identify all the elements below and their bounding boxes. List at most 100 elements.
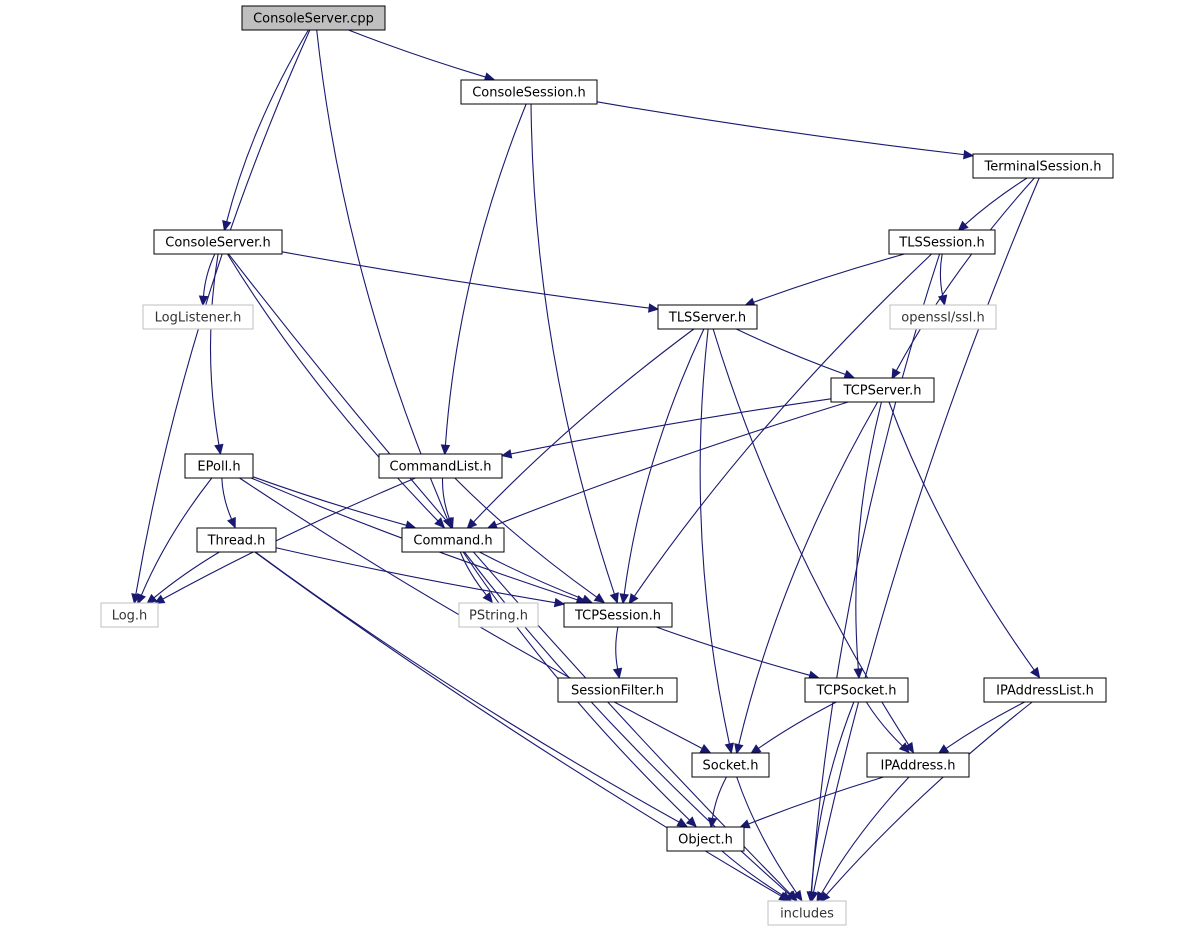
edge-arrowhead xyxy=(937,294,948,307)
edge-tcpsession_h-to-tcpsocket_h xyxy=(655,626,820,680)
edge-tcpsocket_h-to-ipaddress_h xyxy=(865,701,910,754)
edge-consolesession_h-to-tcpsession_h xyxy=(530,103,619,604)
node-consolesession-h[interactable]: ConsoleSession.h xyxy=(460,79,598,105)
node-tcpsocket-h[interactable]: TCPSocket.h xyxy=(804,677,909,703)
node-label: Object.h xyxy=(678,833,733,848)
node-terminalsession-h[interactable]: TerminalSession.h xyxy=(972,153,1114,179)
edge-arrowhead xyxy=(146,593,158,605)
edge-line xyxy=(721,850,784,897)
edge-tlsserver_h-to-tcpserver_h xyxy=(736,328,856,379)
edge-terminalsession_h-to-tcpserver_h xyxy=(891,177,1035,380)
node-box xyxy=(100,602,159,628)
edge-terminalsession_h-to-tlssession_h xyxy=(957,177,1028,232)
edge-line xyxy=(495,401,849,526)
edge-arrowhead xyxy=(843,369,856,379)
edge-socket_h-to-includes xyxy=(736,776,803,902)
edge-line xyxy=(441,477,450,520)
edge-line xyxy=(825,701,1033,896)
edge-tcpsession_h-to-sessionfilter_h xyxy=(612,626,623,680)
node-box xyxy=(830,377,935,403)
node-box xyxy=(196,527,277,553)
node-label: EPoll.h xyxy=(197,460,240,475)
edge-arrowhead xyxy=(738,819,751,829)
edge-arrowhead xyxy=(749,744,762,755)
node-label: TCPServer.h xyxy=(843,384,922,399)
edge-ipaddresslist_h-to-includes xyxy=(819,701,1033,903)
edge-line xyxy=(228,253,791,895)
edge-line xyxy=(596,101,965,156)
nodes-layer: ConsoleServer.cppConsoleSession.hTermina… xyxy=(100,5,1114,926)
node-box xyxy=(767,900,847,926)
node-consoleserver-cpp[interactable]: ConsoleServer.cpp xyxy=(241,5,386,31)
edge-line xyxy=(964,177,1028,225)
node-tlsserver-h[interactable]: TLSServer.h xyxy=(657,304,758,330)
edge-consoleserver_h-to-tlsserver_h xyxy=(281,251,660,313)
node-consoleserver-h[interactable]: ConsoleServer.h xyxy=(153,229,283,255)
edge-arrowhead xyxy=(806,891,817,903)
edge-line xyxy=(945,701,1025,749)
node-ipaddresslist-h[interactable]: IPAddressList.h xyxy=(983,677,1107,703)
edge-tlsserver_h-to-socket_h xyxy=(699,328,734,755)
edge-line xyxy=(736,328,846,376)
node-box xyxy=(142,304,254,330)
edge-consoleserver_h-to-command_h xyxy=(226,253,446,529)
edge-line xyxy=(888,401,1035,671)
node-ipaddress-h[interactable]: IPAddress.h xyxy=(866,752,970,778)
node-commandlist-h[interactable]: CommandList.h xyxy=(378,453,503,479)
edge-arrowhead xyxy=(963,149,975,160)
node-box xyxy=(691,752,770,778)
node-tcpsession-h[interactable]: TCPSession.h xyxy=(563,602,673,628)
edge-commandlist_h-to-tcpsession_h xyxy=(454,477,606,604)
edge-line xyxy=(736,776,798,894)
node-epoll-h[interactable]: EPoll.h xyxy=(184,453,254,479)
edge-arrowhead xyxy=(628,593,639,605)
edge-line xyxy=(202,253,216,297)
edge-line xyxy=(275,547,556,604)
edge-arrowhead xyxy=(444,517,454,529)
edge-line xyxy=(810,253,941,893)
edge-tlsserver_h-to-command_h xyxy=(466,328,695,530)
node-box xyxy=(184,453,254,479)
edge-arrowhead xyxy=(482,591,493,604)
node-loglistener-h: LogListener.h xyxy=(142,304,254,330)
node-tcpserver-h[interactable]: TCPServer.h xyxy=(830,377,935,403)
edge-arrowhead xyxy=(898,742,910,754)
edge-arrowhead xyxy=(222,220,232,232)
node-box xyxy=(666,826,745,852)
edge-ipaddresslist_h-to-ipaddress_h xyxy=(937,701,1025,755)
edge-arrowhead xyxy=(816,891,826,903)
node-thread-h[interactable]: Thread.h xyxy=(196,527,277,553)
edge-consoleserver_h-to-epoll_h xyxy=(209,253,224,456)
edge-line xyxy=(753,253,905,303)
node-label: IPAddress.h xyxy=(881,759,956,774)
node-socket-h[interactable]: Socket.h xyxy=(691,752,770,778)
edge-arrowhead xyxy=(609,592,619,604)
edge-tcpserver_h-to-command_h xyxy=(486,401,849,530)
node-box xyxy=(378,453,503,479)
edge-tcpserver_h-to-tcpsocket_h xyxy=(853,401,882,680)
edge-tcpserver_h-to-socket_h xyxy=(734,401,879,755)
node-command-h[interactable]: Command.h xyxy=(401,527,505,553)
edge-line xyxy=(811,701,855,893)
edge-socket_h-to-object_h xyxy=(707,776,727,829)
edge-arrowhead xyxy=(1030,666,1041,679)
edge-line xyxy=(209,253,220,446)
edge-tcpsocket_h-to-includes xyxy=(806,701,855,903)
edge-line xyxy=(633,253,932,597)
node-object-h[interactable]: Object.h xyxy=(666,826,745,852)
edge-consoleserver_cpp-to-command_h xyxy=(316,29,452,529)
edge-consoleserver_h-to-includes xyxy=(228,253,798,902)
node-tlssession-h[interactable]: TLSSession.h xyxy=(888,229,996,255)
edge-object_h-to-includes xyxy=(721,850,792,902)
edge-arrowhead xyxy=(648,303,660,313)
edge-arrowhead xyxy=(904,741,915,754)
node-label: TerminalSession.h xyxy=(984,160,1102,175)
edge-consoleserver_cpp-to-consolesession_h xyxy=(348,29,496,82)
edge-consolesession_h-to-terminalsession_h xyxy=(596,101,975,160)
edge-arrowhead xyxy=(500,449,513,459)
edge-line xyxy=(711,776,727,819)
edge-line xyxy=(699,328,730,745)
node-sessionfilter-h[interactable]: SessionFilter.h xyxy=(557,677,678,703)
edge-arrowhead xyxy=(780,891,792,902)
